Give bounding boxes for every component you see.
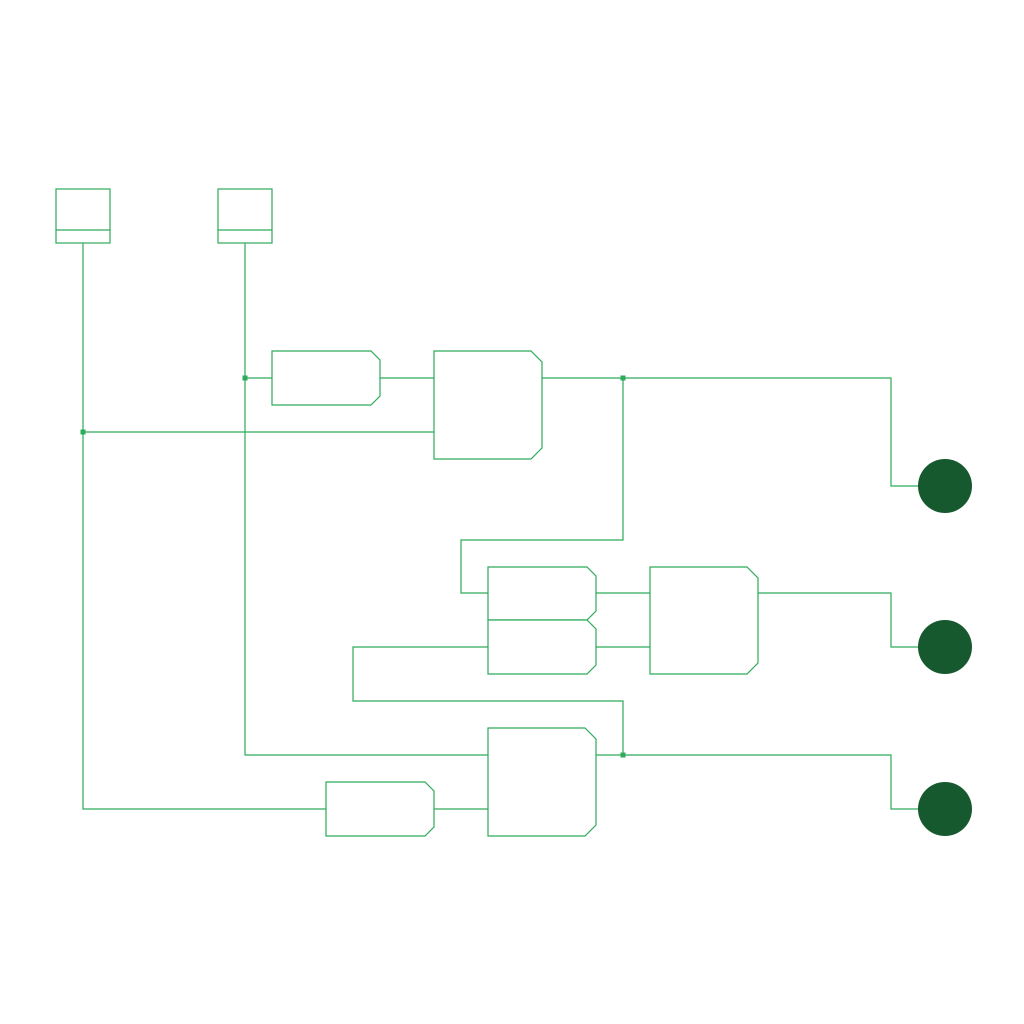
junction-dot bbox=[620, 752, 626, 758]
input-switch-b[interactable] bbox=[217, 188, 273, 244]
wires bbox=[82, 243, 919, 810]
wire-and-bottom-to-mid-lower bbox=[352, 646, 624, 755]
outputs bbox=[918, 459, 972, 836]
junctions bbox=[80, 375, 626, 758]
junction-dot bbox=[80, 429, 86, 435]
gate-middle-lower bbox=[487, 619, 597, 675]
not-gate-bottom bbox=[325, 781, 435, 837]
and-gate-middle bbox=[649, 566, 759, 675]
output-led-2 bbox=[918, 620, 972, 674]
junction-dot bbox=[242, 375, 248, 381]
inputs bbox=[55, 188, 273, 244]
output-led-1 bbox=[918, 459, 972, 513]
wire-and-top-to-out-1 bbox=[542, 377, 919, 487]
wire-input-b-trunk bbox=[244, 243, 488, 756]
gate-middle-upper bbox=[487, 566, 597, 621]
gates bbox=[271, 350, 759, 837]
wire-and-mid-to-out-2 bbox=[758, 592, 919, 648]
input-switch-a[interactable] bbox=[55, 188, 111, 244]
junction-dot bbox=[620, 375, 626, 381]
wire-input-a-trunk bbox=[82, 243, 326, 810]
not-gate-top bbox=[271, 350, 381, 406]
wire-and-bottom-to-out-3 bbox=[596, 754, 919, 810]
output-led-3 bbox=[918, 782, 972, 836]
and-gate-top bbox=[433, 350, 543, 460]
and-gate-bottom bbox=[487, 727, 597, 837]
wire-and-top-to-mid-upper bbox=[460, 378, 624, 594]
